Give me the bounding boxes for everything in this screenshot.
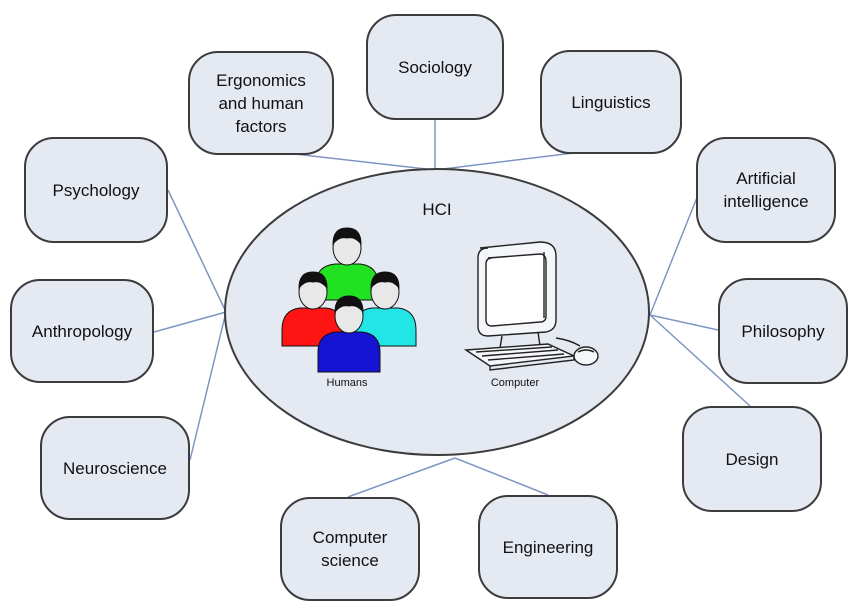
humans-icon (281, 227, 417, 373)
connector-engineering (454, 457, 549, 496)
node-neuroscience: Neuroscience (40, 416, 190, 520)
node-linguistics: Linguistics (540, 50, 682, 154)
connector-computer-science (347, 457, 456, 498)
connector-psychology (167, 189, 227, 313)
node-anthropology: Anthropology (10, 279, 154, 383)
connector-neuroscience (189, 311, 227, 461)
hci-ellipse (224, 168, 650, 456)
node-engineering: Engineering (478, 495, 618, 599)
connector-design (649, 314, 751, 407)
connector-philosophy (649, 314, 719, 331)
node-design: Design (682, 406, 822, 512)
node-computer-science: Computer science (280, 497, 420, 601)
node-sociology: Sociology (366, 14, 504, 120)
computer-label: Computer (491, 377, 540, 389)
node-psychology: Psychology (24, 137, 168, 243)
node-artificial-intelligence: Artificial intelligence (696, 137, 836, 243)
connector-anthropology (153, 311, 227, 333)
computer-icon (463, 241, 599, 371)
node-philosophy: Philosophy (718, 278, 848, 384)
node-ergonomics: Ergonomics and human factors (188, 51, 334, 155)
connector-ai (649, 189, 701, 316)
hci-title: HCI (422, 200, 451, 219)
humans-label: Humans (327, 377, 368, 389)
